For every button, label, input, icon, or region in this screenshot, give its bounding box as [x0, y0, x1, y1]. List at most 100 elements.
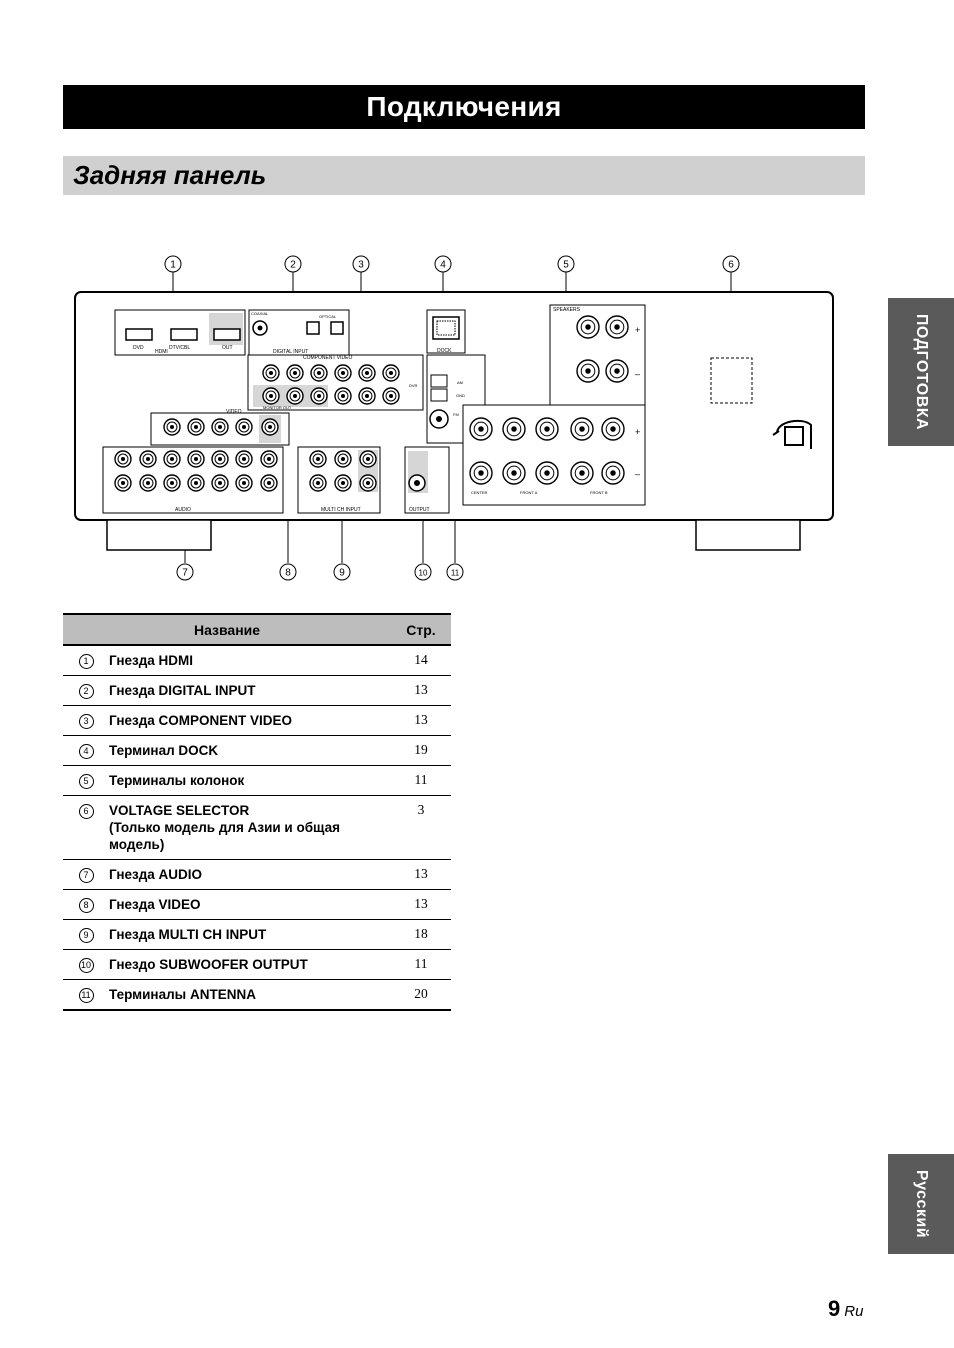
row-name-text: Гнезда VIDEO: [109, 897, 201, 912]
component-jack: [262, 364, 280, 382]
side-tab-section[interactable]: ПОДГОТОВКА: [888, 298, 954, 446]
right-foot: [695, 519, 801, 551]
svg-text:7: 7: [182, 568, 188, 579]
gnd-label: GND: [456, 393, 465, 398]
side-tab-language[interactable]: Русский: [888, 1154, 954, 1254]
speakers-label: SPEAKERS: [553, 307, 581, 313]
audio-jack: [187, 450, 205, 468]
row-number-circle: 11: [78, 988, 94, 1003]
speaker-terminal: [576, 359, 600, 383]
am-label: AM: [457, 380, 463, 385]
speaker-terminal: [502, 461, 526, 485]
row-number-circle: 8: [78, 898, 94, 913]
row-page: 14: [391, 645, 451, 676]
row-name: VOLTAGE SELECTOR (Только модель для Азии …: [109, 795, 391, 860]
video-jack: [235, 418, 253, 436]
audio-jack: [211, 450, 229, 468]
svg-text:3: 3: [358, 260, 364, 271]
row-note-text: (Только модель для Азии и общая модель): [109, 820, 340, 852]
row-name: Гнезда DIGITAL INPUT: [109, 675, 391, 706]
front-a-label: FRONT A: [520, 490, 538, 495]
multi-ch-jack: [359, 450, 377, 468]
row-number-circle: 3: [78, 714, 94, 729]
component-jack: [262, 387, 280, 405]
video-jack: [163, 418, 181, 436]
component-video-label: COMPONENT VIDEO: [303, 355, 352, 361]
speaker-terminal: [605, 359, 629, 383]
svg-text:8: 8: [285, 568, 291, 579]
row-name-text: VOLTAGE SELECTOR: [109, 803, 250, 818]
row-name: Гнезда VIDEO: [109, 889, 391, 920]
row-name: Гнездо SUBWOOFER OUTPUT: [109, 949, 391, 980]
audio-jack: [139, 450, 157, 468]
multi-ch-jack: [359, 474, 377, 492]
multi-ch-block: MULTI CH INPUT: [297, 446, 381, 514]
video-jack: [211, 418, 229, 436]
svg-text:11: 11: [451, 569, 460, 578]
svg-text:6: 6: [728, 260, 734, 271]
row-name-text: Гнезда HDMI: [109, 653, 194, 668]
side-tab-section-label: ПОДГОТОВКА: [913, 313, 930, 431]
coaxial-label: COAXIAL: [251, 311, 269, 316]
row-name: Терминалы колонок: [109, 765, 391, 796]
svg-text:1: 1: [170, 260, 176, 271]
row-number: 7: [63, 859, 109, 890]
row-name: Терминалы ANTENNA: [109, 979, 391, 1011]
dvr-label: DVR: [409, 383, 418, 388]
callout-5: 5: [557, 255, 575, 273]
row-page: 13: [391, 705, 451, 736]
row-number: 2: [63, 675, 109, 706]
row-page: 20: [391, 979, 451, 1011]
row-name-text: Гнезда COMPONENT VIDEO: [109, 713, 293, 728]
page-title: Подключения: [366, 91, 562, 122]
voltage-selector-area: [710, 357, 753, 404]
power-cord: [772, 419, 812, 449]
side-tab-language-label: Русский: [913, 1169, 930, 1239]
digital-input-label: DIGITAL INPUT: [273, 349, 308, 355]
row-name: Гнезда AUDIO: [109, 859, 391, 890]
callout-3: 3: [352, 255, 370, 273]
row-number-circle: 6: [78, 804, 94, 819]
fm-label: FM: [453, 412, 459, 417]
row-name: Терминал DOCK: [109, 735, 391, 766]
left-foot: [106, 519, 212, 551]
row-number-circle: 5: [78, 774, 94, 789]
row-name-text: Терминал DOCK: [109, 743, 219, 758]
row-number: 6: [63, 795, 109, 860]
row-number: 8: [63, 889, 109, 920]
optical-label: OPTICAL: [319, 314, 337, 319]
audio-block: AUDIO: [102, 446, 284, 514]
hdmi-label: HDMI: [155, 349, 168, 355]
row-page: 18: [391, 919, 451, 950]
row-number-circle: 4: [78, 744, 94, 759]
center-label: CENTER: [471, 490, 488, 495]
row-page: 13: [391, 859, 451, 890]
dock-label: DOCK: [437, 348, 452, 354]
table-row: 3 Гнезда COMPONENT VIDEO 13: [63, 705, 451, 736]
multi-ch-jack: [334, 450, 352, 468]
svg-text:9: 9: [339, 568, 345, 579]
multi-ch-jack: [309, 474, 327, 492]
speaker-terminal: [570, 417, 594, 441]
row-page: 13: [391, 675, 451, 706]
speakers-block: SPEAKERS + – + – CENTER FRONT A FRONT B: [462, 304, 646, 506]
row-number: 3: [63, 705, 109, 736]
row-number: 11: [63, 979, 109, 1011]
audio-jack: [114, 450, 132, 468]
front-b-label: FRONT B: [590, 490, 608, 495]
speaker-terminal: [502, 417, 526, 441]
component-jack: [310, 364, 328, 382]
speaker-terminal: [601, 461, 625, 485]
component-video-block: COMPONENT VIDEO MONITOR OUT DVR: [247, 354, 424, 411]
speaker-terminal: [605, 315, 629, 339]
component-jack: [286, 387, 304, 405]
row-name-text: Гнезда DIGITAL INPUT: [109, 683, 256, 698]
callout-1: 1: [164, 255, 182, 273]
component-jack: [382, 387, 400, 405]
row-number: 10: [63, 949, 109, 980]
